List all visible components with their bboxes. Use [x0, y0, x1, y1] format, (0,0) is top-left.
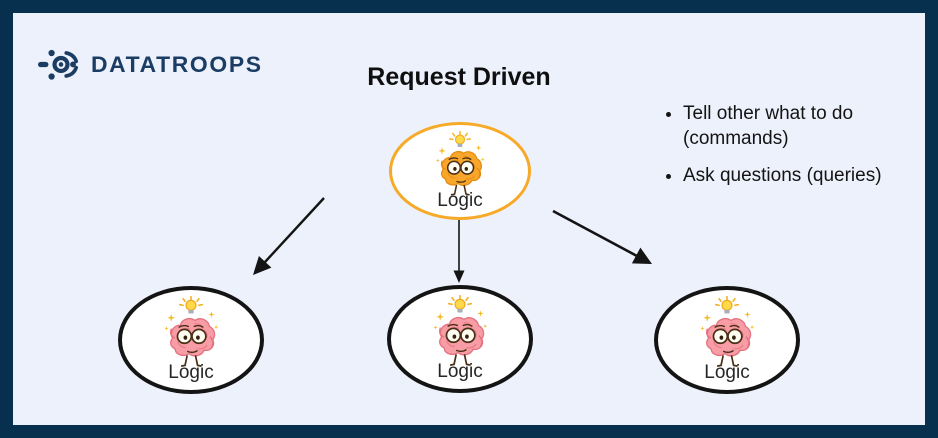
logo-text: DATATROOPS — [91, 52, 263, 77]
node-logic-root: Logic — [389, 122, 531, 220]
notes-list: Tell other what to do (commands) Ask que… — [656, 101, 908, 188]
node-label: Logic — [704, 362, 750, 383]
node-label: Logic — [437, 361, 483, 382]
arrow-middle — [453, 220, 465, 283]
datatroops-hub-icon — [38, 49, 78, 80]
list-item: Ask questions (queries) — [683, 163, 908, 188]
node-logic-child-3: Logic — [654, 286, 800, 394]
arrow-right — [552, 209, 652, 264]
page-title: Request Driven — [367, 63, 551, 91]
node-label: Logic — [168, 362, 214, 383]
node-label: Logic — [437, 189, 483, 211]
node-logic-child-2: Logic — [387, 285, 533, 393]
list-item: Tell other what to do (commands) — [683, 101, 908, 152]
node-logic-child-1: Logic — [118, 286, 264, 394]
arrow-left — [253, 197, 325, 275]
datatroops-logo: DATATROOPS — [38, 44, 261, 86]
